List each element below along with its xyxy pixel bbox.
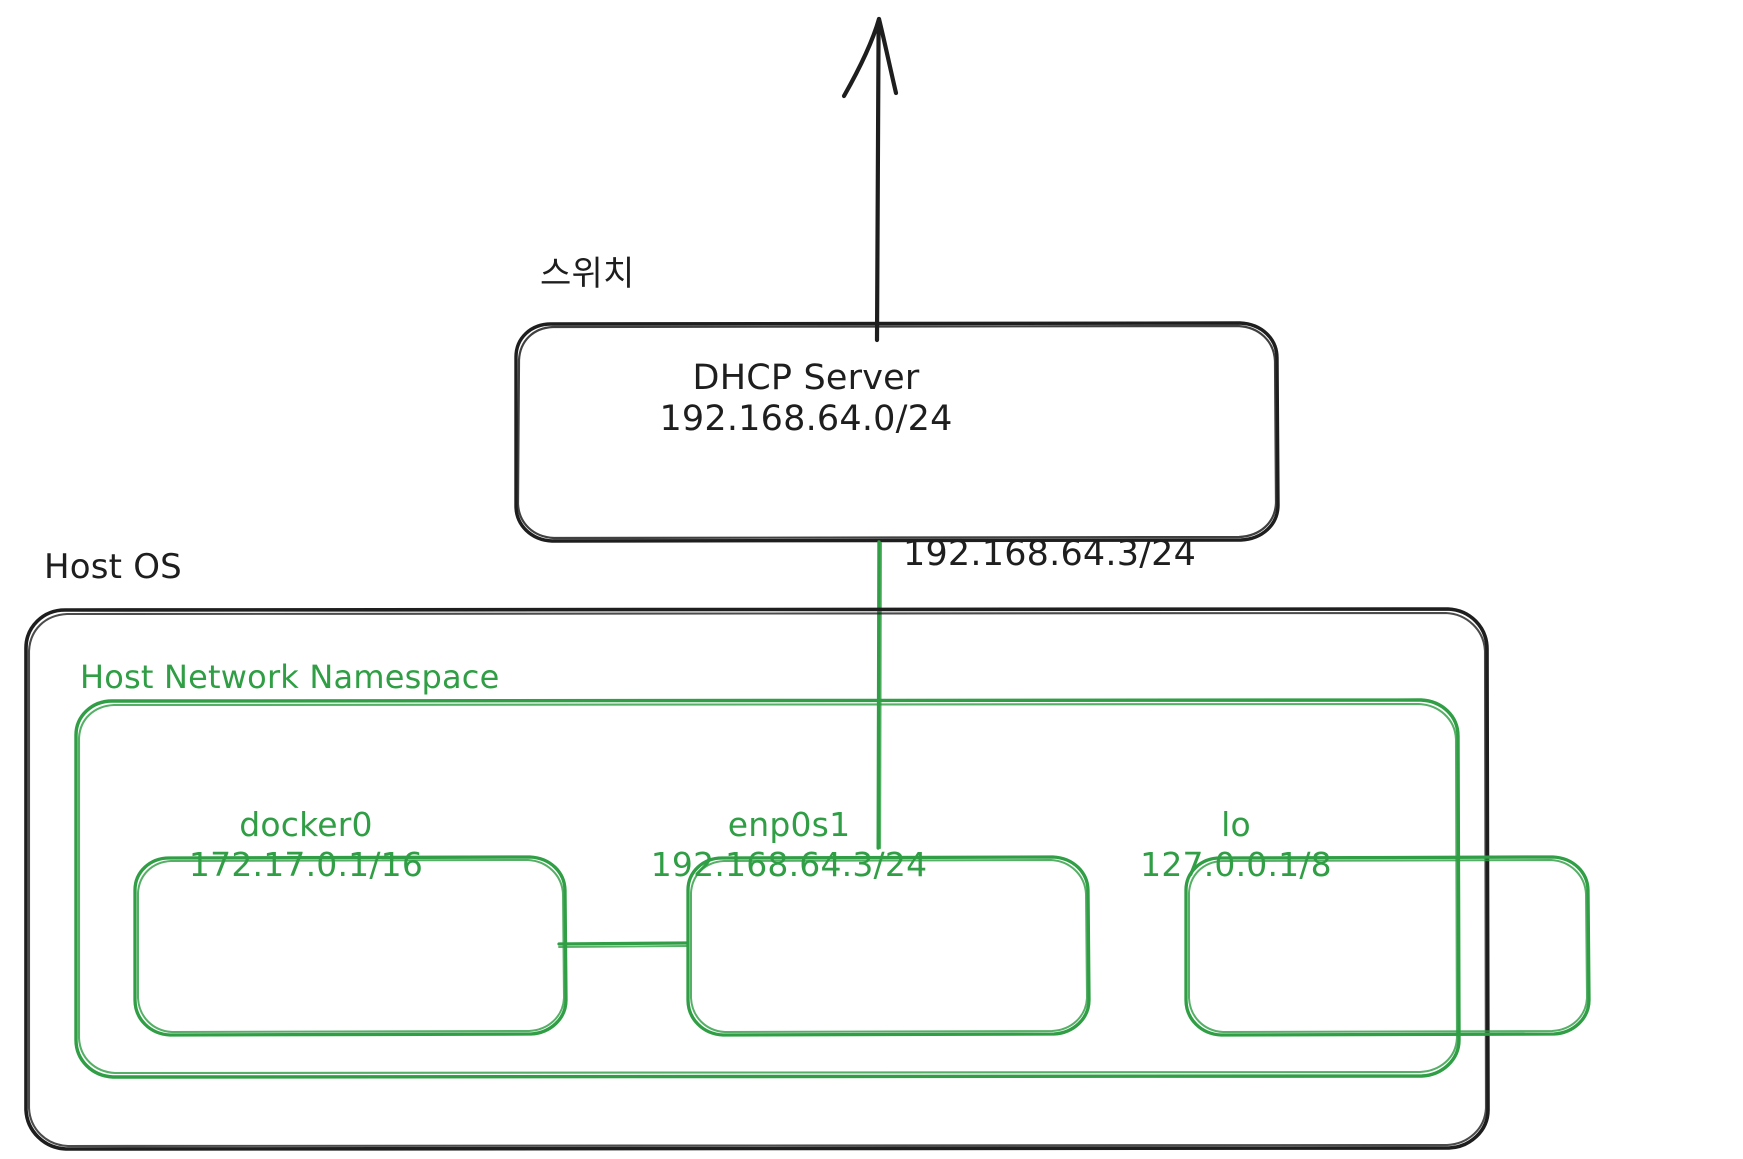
dhcp-to-enp0s1-link <box>876 540 882 850</box>
switch-label: 스위치 <box>540 254 635 294</box>
host-network-namespace-label: Host Network Namespace <box>80 658 500 696</box>
interface-ip-lo: 127.0.0.1/8 <box>1140 845 1332 884</box>
interface-box-enp0s1[interactable] <box>686 855 1091 1037</box>
dhcp-server-subnet: 192.168.64.0/24 <box>659 399 953 439</box>
interface-name-enp0s1: enp0s1 <box>727 805 851 844</box>
interface-name-lo: lo <box>1221 805 1251 844</box>
dhcp-server-box <box>514 321 1280 543</box>
host-network-namespace-container <box>74 698 1461 1079</box>
uplink-ip-label: 192.168.64.3/24 <box>903 534 1197 574</box>
interface-box-docker0[interactable] <box>133 855 568 1037</box>
host-os-label: Host OS <box>44 547 182 587</box>
docker0-enp0s1-connector <box>557 941 689 948</box>
host-os-container <box>24 607 1490 1151</box>
interface-ip-enp0s1: 192.168.64.3/24 <box>650 845 928 884</box>
uplink-arrow <box>841 16 899 343</box>
interface-ip-docker0: 172.17.0.1/16 <box>188 845 424 884</box>
interface-box-lo[interactable] <box>1184 855 1591 1037</box>
dhcp-server-title: DHCP Server <box>692 358 920 398</box>
interface-name-docker0: docker0 <box>239 805 373 844</box>
